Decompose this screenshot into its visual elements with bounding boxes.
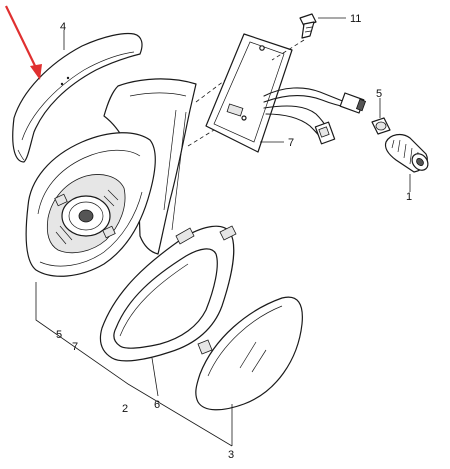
callout-7-top: 7 <box>288 137 294 149</box>
callout-6: 6 <box>154 399 160 411</box>
callout-3: 3 <box>228 449 234 461</box>
part-mirror-housing <box>25 78 197 277</box>
callout-5-top: 5 <box>376 88 382 100</box>
callout-2: 2 <box>122 403 128 415</box>
callout-1: 1 <box>406 191 412 203</box>
callout-11: 11 <box>350 13 361 25</box>
leader-lines <box>35 17 411 447</box>
part-mirror-frame <box>99 225 237 362</box>
callout-5-bottom: 5 <box>56 329 62 341</box>
part-clip <box>371 117 391 135</box>
part-mirror-glass <box>195 296 303 411</box>
callout-4: 4 <box>60 21 66 33</box>
highlight-arrow <box>5 5 42 80</box>
part-mounting-plate <box>205 33 293 153</box>
part-grommet <box>384 133 429 173</box>
part-wiring-harness <box>263 87 367 145</box>
part-screw <box>271 13 317 61</box>
callout-labels: 11 4 5 7 1 5 7 6 2 3 <box>56 13 412 461</box>
part-mirror-cap <box>12 32 143 163</box>
callout-7-bottom: 7 <box>72 341 78 353</box>
